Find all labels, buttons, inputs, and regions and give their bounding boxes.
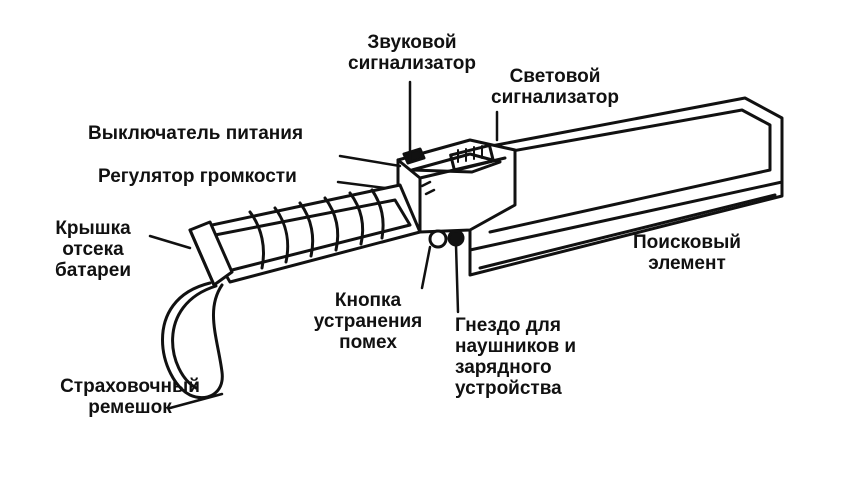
search-element-shape — [468, 96, 784, 277]
power-switch-label: Выключатель питания — [88, 123, 304, 144]
control-housing-shape — [396, 138, 517, 234]
jack-shape — [447, 229, 465, 247]
volume-control-label: Регулятор громкости — [98, 166, 297, 187]
search-element-label: Поисковый элемент — [633, 232, 741, 274]
sound-alarm-label: Звуковой сигнализатор — [348, 32, 476, 74]
strap-label: Страховочный ремешок — [60, 376, 200, 418]
noise-button-shape — [428, 229, 448, 249]
battery-cover-label: Крышка отсека батареи — [54, 218, 132, 281]
jack-label: Гнездо для наушников и зарядного устройс… — [455, 315, 577, 399]
strap-shape — [161, 281, 224, 400]
battery-cover-shape — [188, 220, 234, 287]
light-alarm-label: Световой сигнализатор — [491, 66, 619, 108]
noise-button-label: Кнопка устранения помех — [313, 290, 423, 353]
leader-lines — [148, 80, 499, 410]
